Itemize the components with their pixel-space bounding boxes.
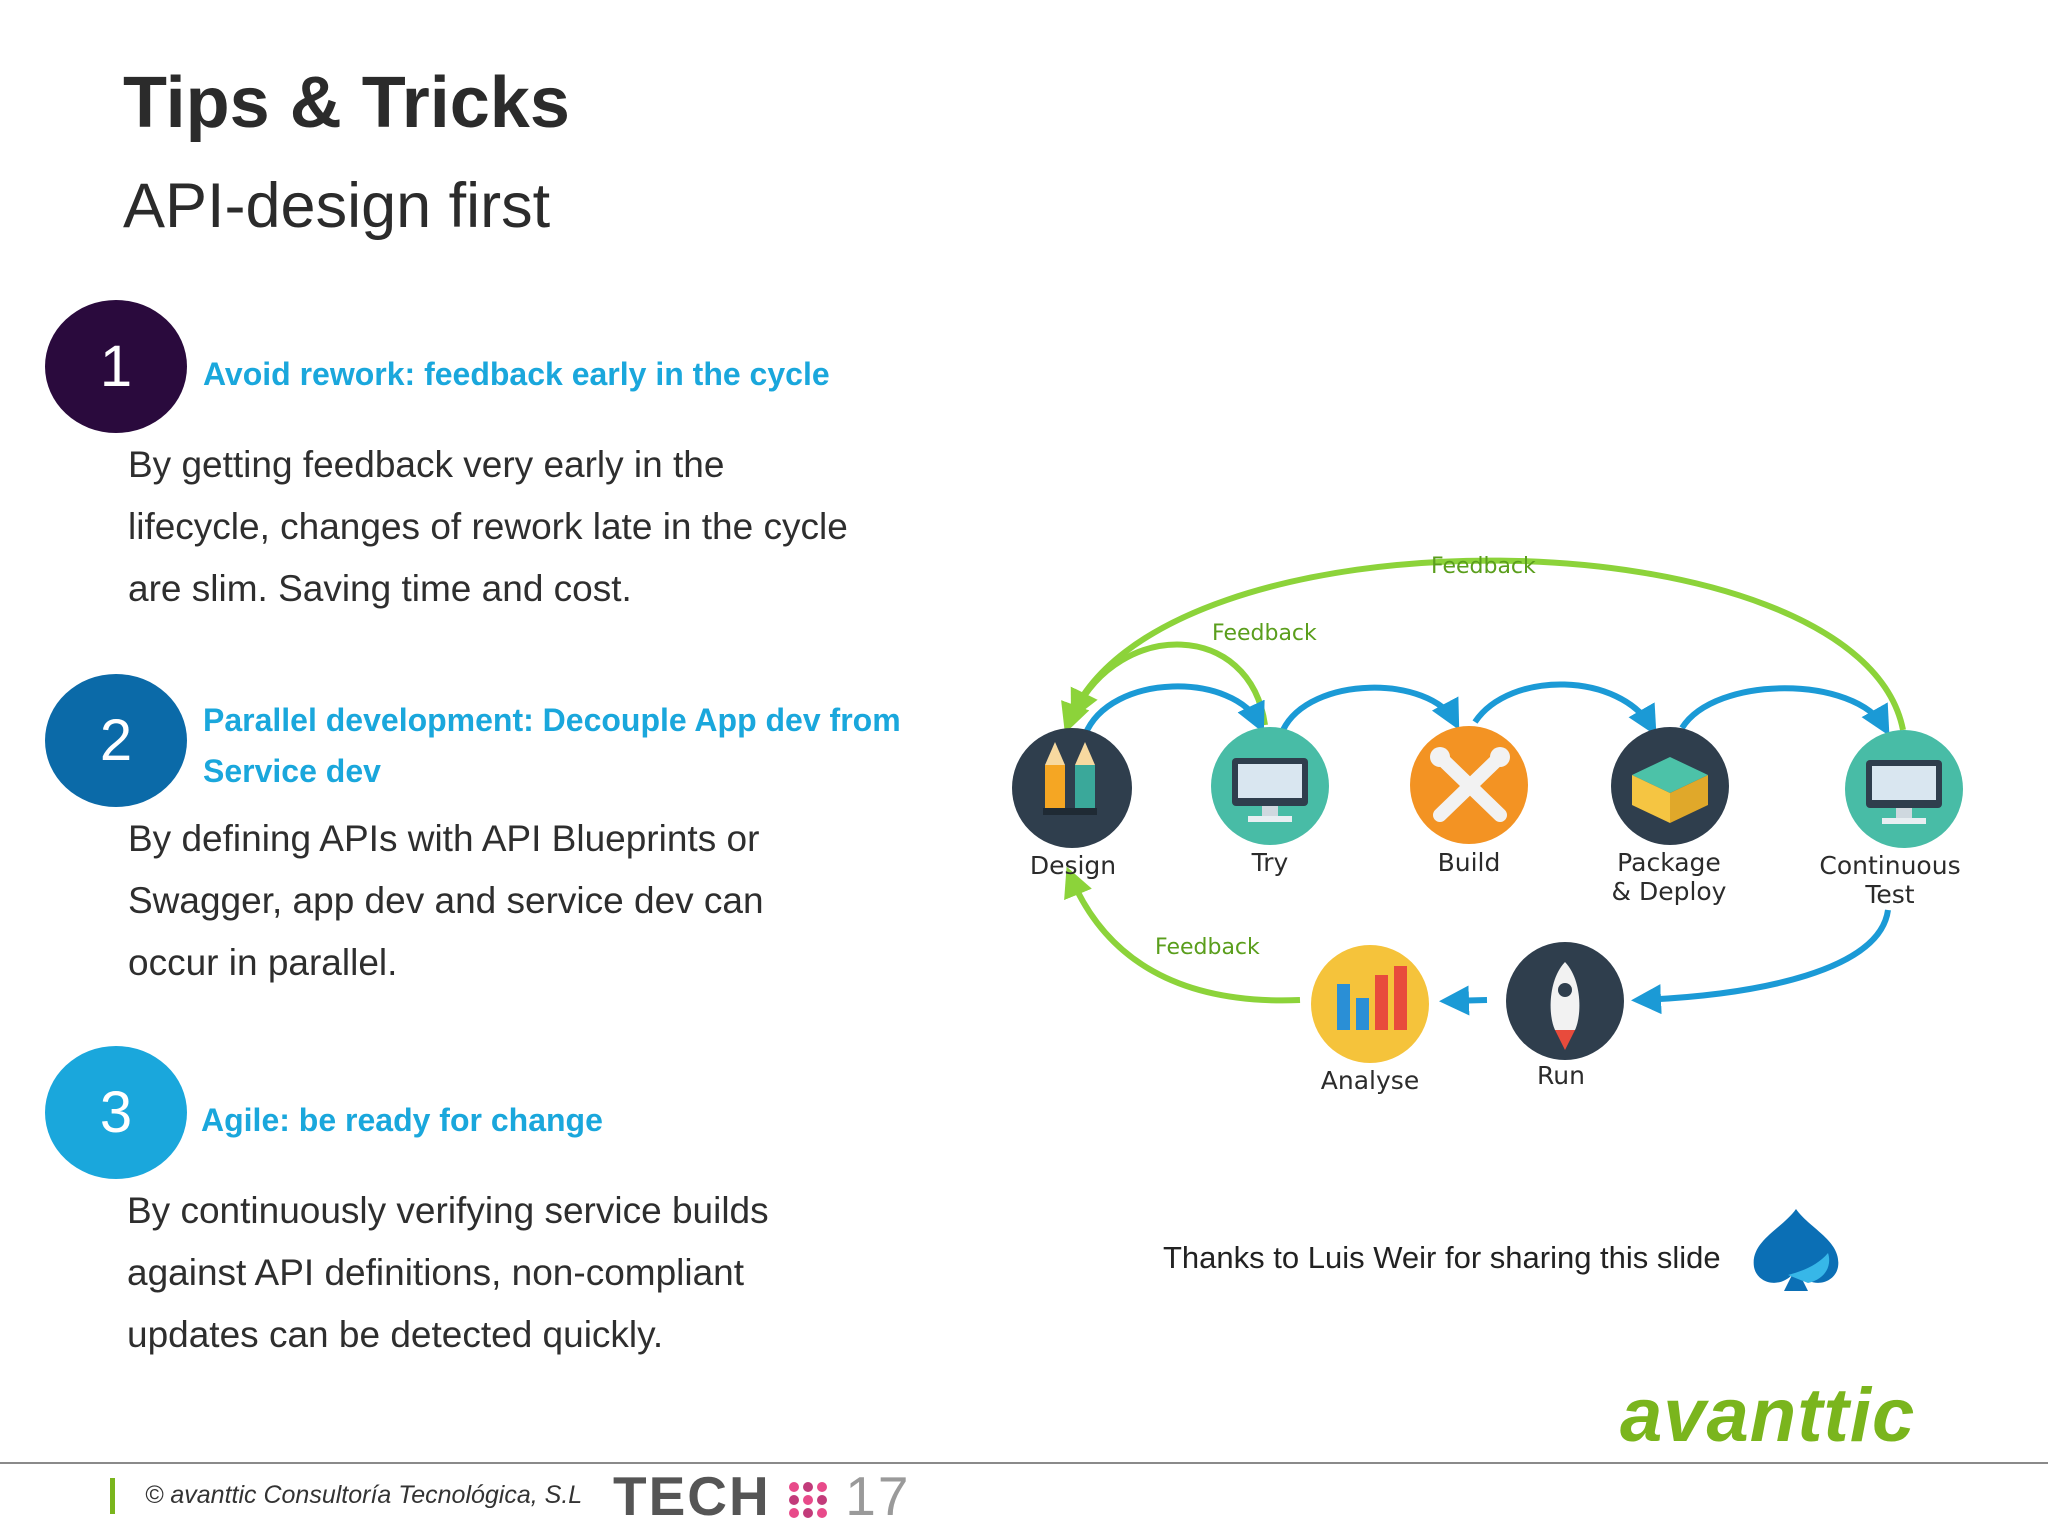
continuous-test-label-line1: Continuous: [1819, 851, 1960, 880]
continuous-test-label-line2: Test: [1864, 880, 1914, 909]
item-2-number-badge: 2: [45, 674, 187, 807]
flow-arrow-design-to-try: [1082, 683, 1265, 737]
analyse-bar-chart-icon: [1311, 945, 1429, 1063]
build-label: Build: [1438, 848, 1501, 877]
item-3-heading: Agile: be ready for change: [201, 1095, 603, 1146]
item-2-body: By defining APIs with API Blueprints or …: [128, 808, 764, 994]
try-label: Try: [1251, 848, 1289, 877]
item-3-body: By continuously verifying service builds…: [127, 1180, 769, 1366]
run-rocket-icon: [1506, 942, 1624, 1060]
feedback-label: Feedback: [1212, 621, 1317, 646]
item-3-body-line: updates can be detected quickly.: [127, 1314, 664, 1355]
item-1-body-line: lifecycle, changes of rework late in the…: [128, 506, 848, 547]
feedback-label: Feedback: [1431, 554, 1536, 579]
item-3-heading-line: Agile: be ready for change: [201, 1102, 603, 1138]
item-2-body-line: By defining APIs with API Blueprints or: [128, 818, 760, 859]
tech17-event-logo: TECH 17: [613, 1464, 910, 1528]
flow-arrow-package-to-test: [1679, 685, 1890, 736]
build-tools-icon: [1410, 726, 1528, 844]
flow-arrow-test-to-run: [1631, 909, 1891, 1015]
try-monitor-icon: [1211, 727, 1329, 845]
tech-logo-text: TECH: [613, 1465, 771, 1527]
avanttic-logo: avanttic: [1620, 1373, 1916, 1458]
design-pencils-icon: [1012, 728, 1132, 848]
item-3-body-line: By continuously verifying service builds: [127, 1190, 769, 1231]
continuous-test-monitor-icon: [1845, 730, 1963, 848]
flow-arrow-run-to-analyse: [1439, 985, 1488, 1016]
spade-logo-icon: [1753, 1209, 1839, 1291]
feedback-arrow-test-to-design: [1061, 557, 1906, 734]
feedback-arrow-analyse-to-design: [1064, 866, 1301, 1004]
item-1-heading: Avoid rework: feedback early in the cycl…: [203, 349, 830, 400]
run-label: Run: [1537, 1061, 1585, 1090]
item-1-body: By getting feedback very early in the li…: [128, 434, 848, 620]
item-1-body-line: By getting feedback very early in the: [128, 444, 725, 485]
slide-title: Tips & Tricks: [123, 63, 570, 143]
item-2-body-line: Swagger, app dev and service dev can: [128, 880, 764, 921]
package-box-icon: [1611, 727, 1729, 845]
item-2-heading-line: Service dev: [203, 753, 381, 789]
feedback-arrow-try-to-design: [1070, 641, 1268, 726]
feedback-label: Feedback: [1155, 935, 1260, 960]
package-label-line1: Package: [1617, 848, 1721, 877]
analyse-label: Analyse: [1321, 1066, 1419, 1095]
footer-accent-bar: [110, 1478, 115, 1514]
tech-logo-year: 17: [845, 1465, 911, 1527]
package-label-line2: & Deploy: [1612, 877, 1727, 906]
item-2-heading-line: Parallel development: Decouple App dev f…: [203, 702, 901, 738]
footer-divider: [0, 1462, 2048, 1464]
item-2-body-line: occur in parallel.: [128, 942, 398, 983]
item-1-number-badge: 1: [45, 300, 187, 433]
item-3-number-badge: 3: [45, 1046, 187, 1179]
item-2-heading: Parallel development: Decouple App dev f…: [203, 695, 901, 797]
design-label: Design: [1030, 851, 1116, 880]
item-1-body-line: are slim. Saving time and cost.: [128, 568, 632, 609]
dots-grid-icon: [789, 1482, 828, 1519]
item-1-heading-line: Avoid rework: feedback early in the cycl…: [203, 356, 830, 392]
slide-subtitle: API-design first: [123, 171, 551, 241]
api-lifecycle-diagram: Feedback Feedback Feedback Design Try Bu…: [1012, 554, 1963, 1095]
footer-copyright: © avanttic Consultoría Tecnológica, S.L: [145, 1481, 583, 1509]
flow-arrow-build-to-package: [1472, 681, 1657, 736]
credit-text: Thanks to Luis Weir for sharing this sli…: [1163, 1240, 1721, 1275]
flow-arrow-try-to-build: [1280, 684, 1460, 732]
item-3-body-line: against API definitions, non-compliant: [127, 1252, 745, 1293]
